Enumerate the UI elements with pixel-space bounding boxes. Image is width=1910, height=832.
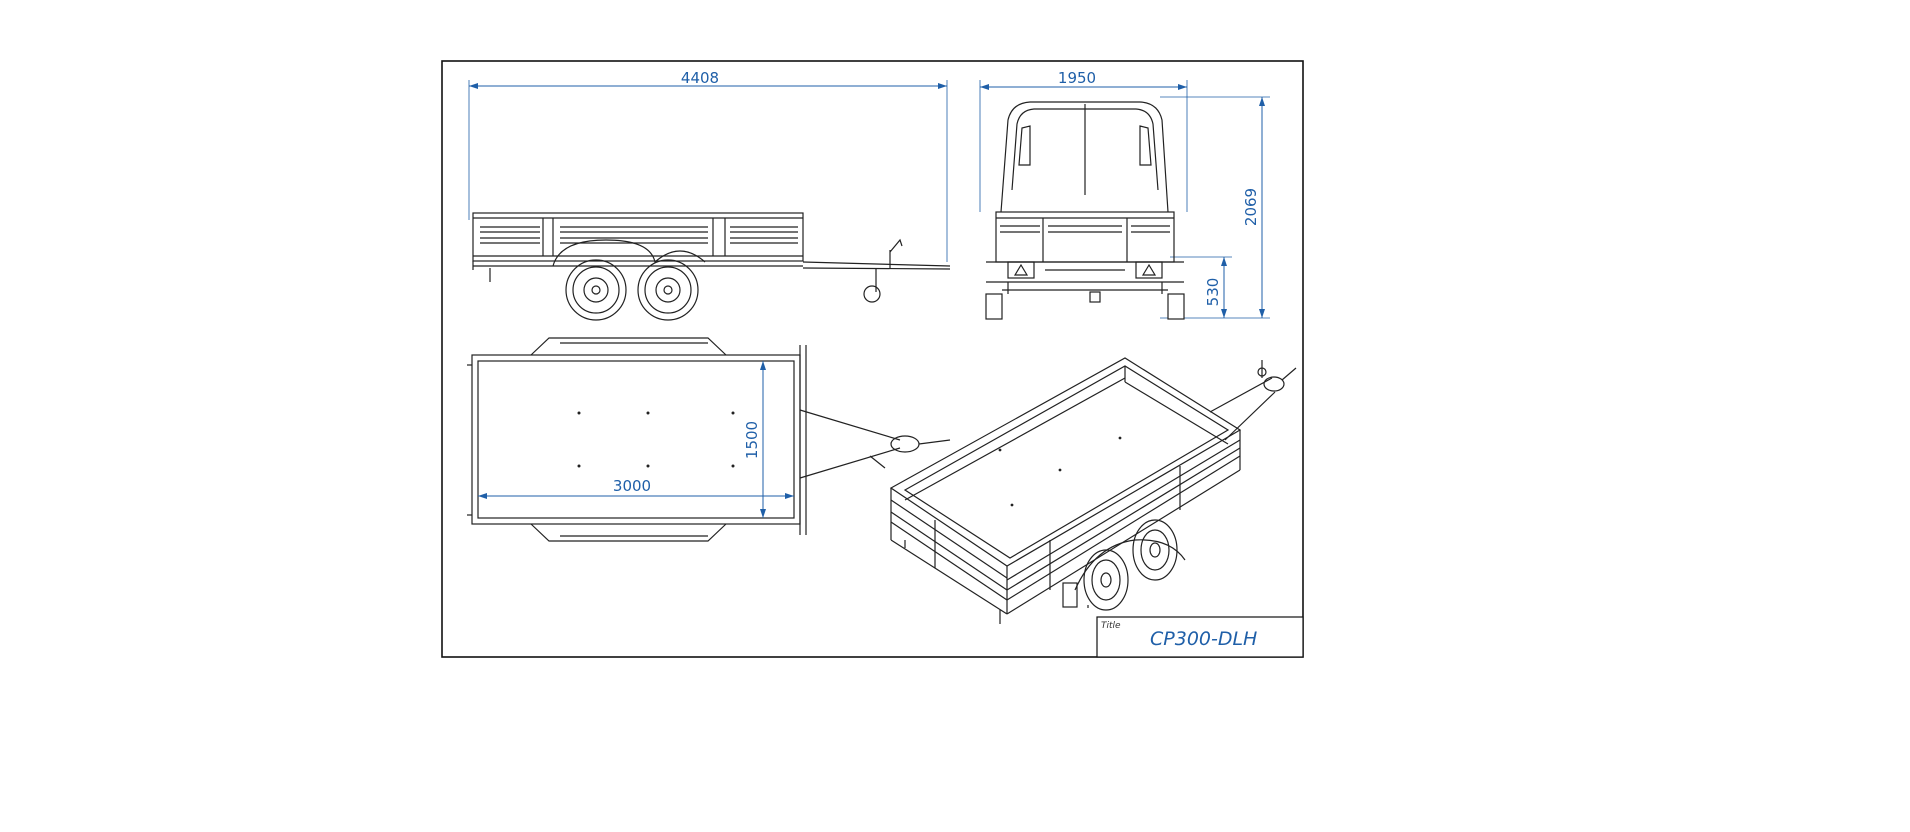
dimension-label-overall-length: 4408 (681, 69, 719, 87)
dimension-label-bed-width: 1500 (743, 421, 761, 459)
dimension-bed-length: 3000 (478, 477, 794, 499)
drawing-frame (441, 60, 1304, 658)
dimension-overall-height: 2069 (1242, 97, 1265, 318)
side-view (468, 80, 951, 321)
title-block-label: Title (1101, 621, 1121, 631)
dimension-label-bed-length: 3000 (613, 477, 651, 495)
isometric-view (889, 357, 1297, 624)
title-block-value: CP300-DLH (1150, 628, 1257, 650)
top-view-floor-bolts (577, 411, 735, 468)
dimension-overall-width: 1950 (980, 69, 1187, 90)
dimension-bed-width: 1500 (743, 361, 766, 518)
dimension-label-overall-width: 1950 (1058, 69, 1096, 87)
title-block: Title CP300-DLH (1096, 616, 1304, 658)
isometric-floor-bolts (998, 436, 1122, 507)
dimension-label-overall-height: 2069 (1242, 188, 1260, 226)
dimension-floor-height: 530 (1204, 257, 1227, 318)
dimension-label-floor-height: 530 (1204, 278, 1222, 307)
top-view (467, 337, 951, 542)
rear-view (979, 80, 1270, 320)
dimension-overall-length: 4408 (469, 69, 947, 89)
